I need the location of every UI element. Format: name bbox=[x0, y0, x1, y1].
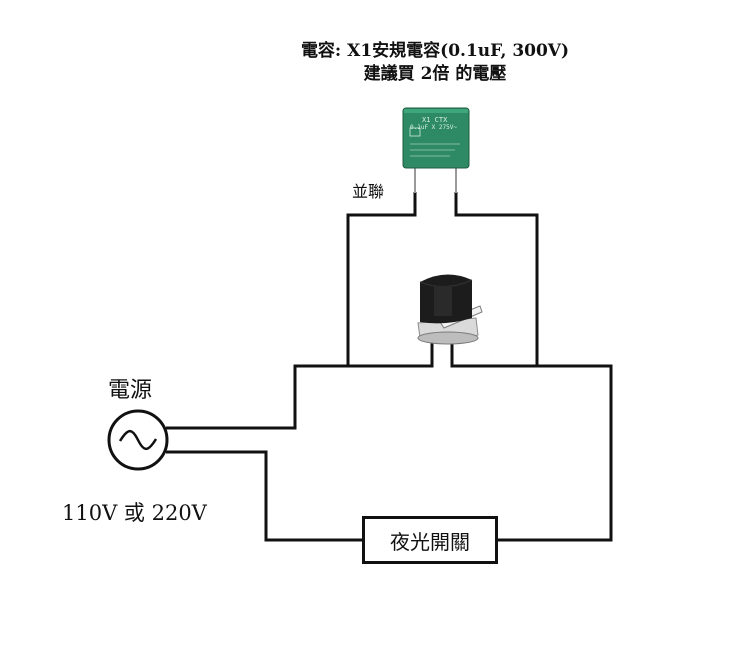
wires bbox=[166, 192, 613, 542]
wire-source-bottom bbox=[166, 450, 364, 542]
capacitor-leads bbox=[414, 165, 457, 193]
wire-capacitor-right bbox=[454, 192, 539, 366]
downlight-lamp-icon bbox=[417, 274, 483, 345]
power-source-label: 電源 bbox=[108, 378, 153, 403]
wire-source-top bbox=[166, 340, 434, 430]
switch-label: 夜光開關 bbox=[390, 529, 470, 554]
wire-right-loop bbox=[450, 340, 613, 542]
capacitor-icon bbox=[402, 107, 470, 169]
capacitor-note-line2: 建議買 2倍 的電壓 bbox=[363, 64, 507, 84]
capacitor-marking-line2: 0.1uF X 275V~ bbox=[410, 124, 457, 131]
wire-capacitor-left bbox=[346, 192, 417, 366]
voltage-label: 110V 或 220V bbox=[62, 501, 207, 525]
ac-source-icon bbox=[107, 409, 169, 471]
capacitor-note-line1: 電容: X1安規電容(0.1uF, 300V) bbox=[300, 41, 570, 61]
night-light-switch: 夜光開關 bbox=[362, 516, 498, 564]
parallel-label: 並聯 bbox=[352, 182, 385, 201]
capacitor-marking-line1: X1 CTX bbox=[422, 116, 448, 124]
